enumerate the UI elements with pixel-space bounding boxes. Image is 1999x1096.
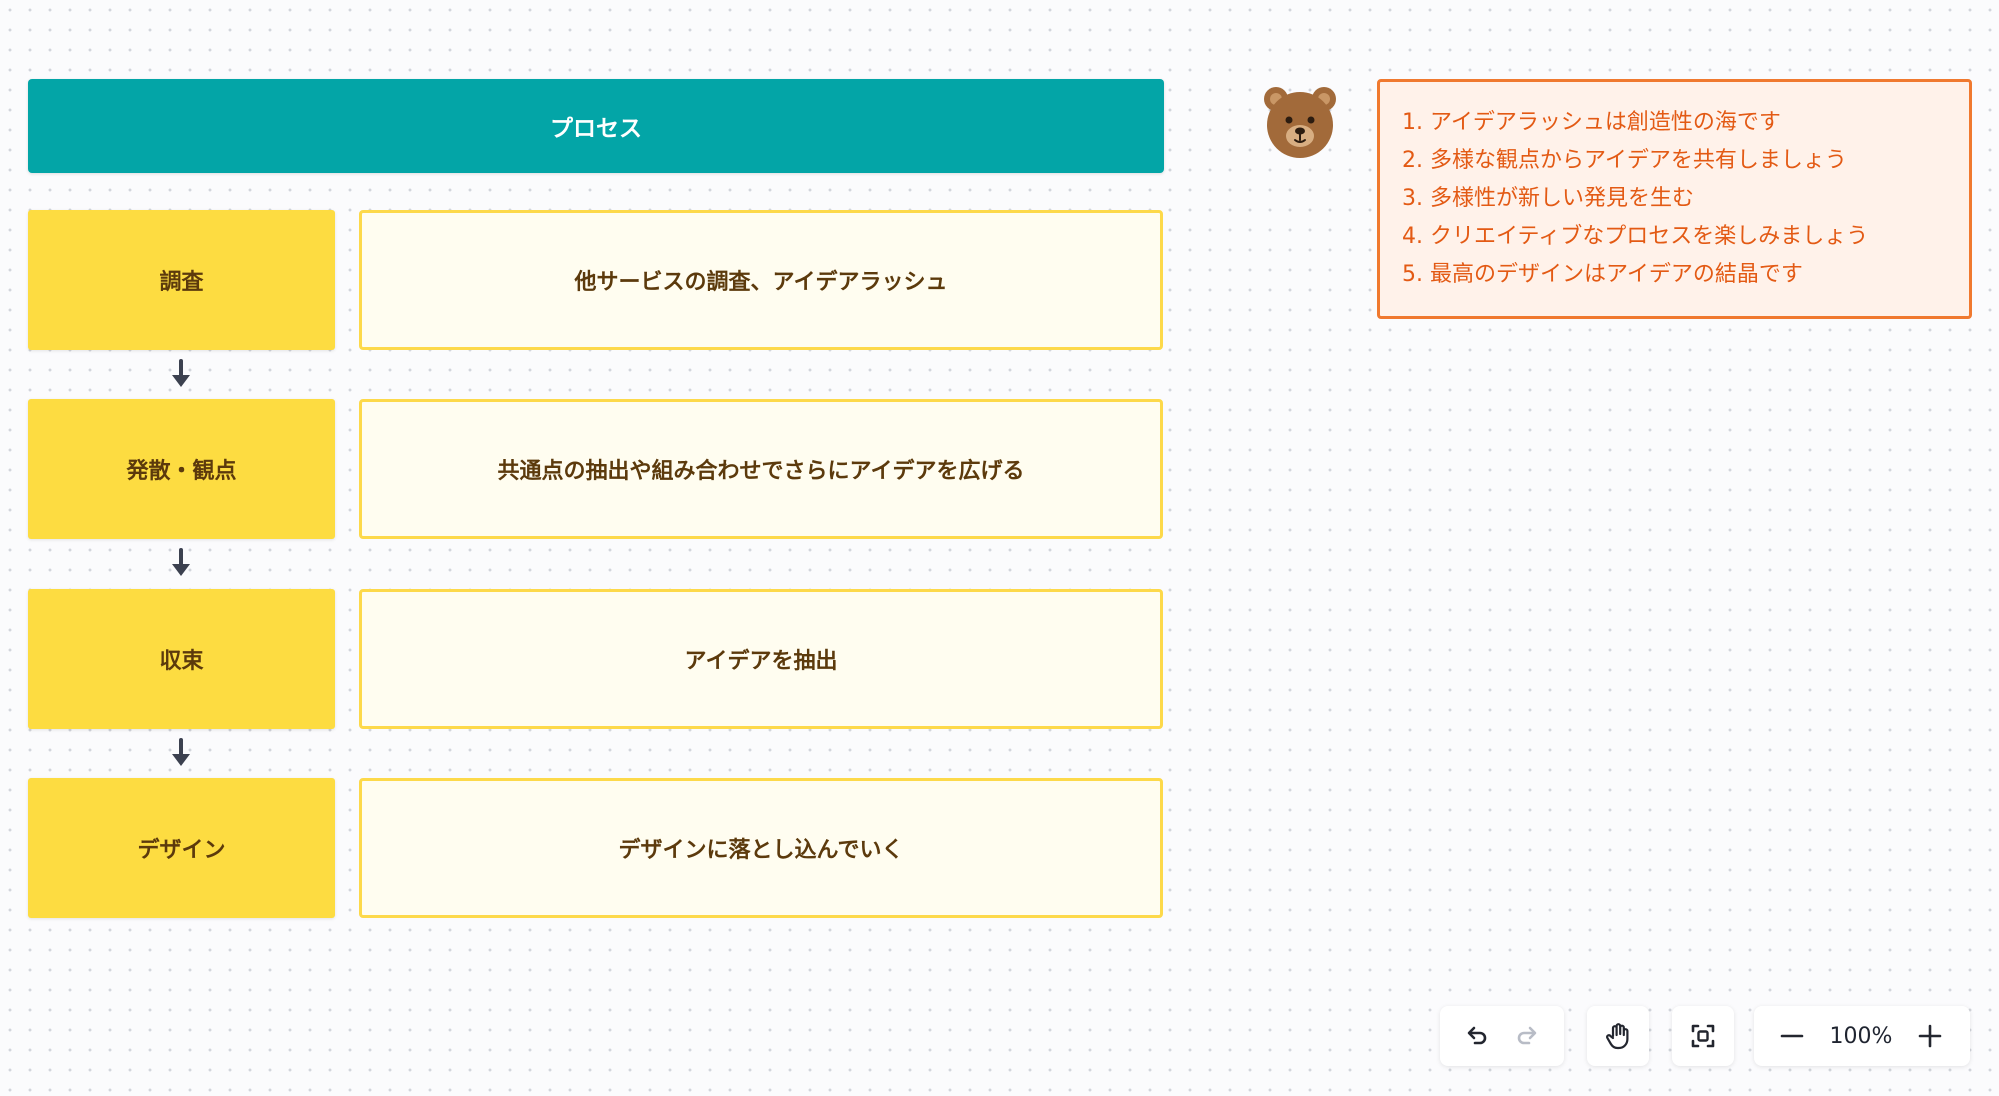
bear-icon[interactable]	[1260, 82, 1340, 162]
down-arrow-icon	[172, 738, 190, 766]
undo-button[interactable]	[1450, 1010, 1502, 1062]
step-description-convergence[interactable]: アイデアを抽出	[359, 589, 1163, 729]
note-line: 4. クリエイティブなプロセスを楽しみましょう	[1402, 224, 1869, 249]
step-description-text: デザインに落とし込んでいく	[618, 838, 904, 863]
zoom-toolbar: 100%	[1754, 1006, 1970, 1066]
fit-toolbar	[1672, 1006, 1734, 1066]
step-description-divergence[interactable]: 共通点の抽出や組み合わせでさらにアイデアを広げる	[359, 399, 1163, 539]
hand-tool-button[interactable]	[1592, 1010, 1644, 1062]
process-header-label: プロセス	[550, 116, 642, 142]
note-line: 5. 最高のデザインはアイデアの結晶です	[1402, 262, 1803, 287]
hand-icon	[1606, 1023, 1629, 1050]
step-label: デザイン	[137, 838, 226, 863]
redo-button[interactable]	[1502, 1010, 1554, 1062]
step-description-text: 他サービスの調査、アイデアラッシュ	[574, 270, 948, 295]
step-label: 調査	[159, 270, 204, 295]
down-arrow-icon	[172, 548, 190, 576]
tips-note[interactable]: 1. アイデアラッシュは創造性の海です 2. 多様な観点からアイデアを共有しまし…	[1377, 79, 1972, 319]
process-header[interactable]: プロセス	[28, 79, 1164, 173]
zoom-out-button[interactable]	[1766, 1010, 1818, 1062]
step-description-design[interactable]: デザインに落とし込んでいく	[359, 778, 1163, 918]
zoom-level[interactable]: 100%	[1829, 1023, 1893, 1049]
step-card-research[interactable]: 調査	[28, 210, 335, 350]
hand-toolbar	[1587, 1006, 1649, 1066]
zoom-in-icon	[1918, 1024, 1942, 1048]
step-label: 収束	[159, 649, 204, 674]
history-toolbar	[1440, 1006, 1564, 1066]
step-card-convergence[interactable]: 収束	[28, 589, 335, 729]
fit-view-button[interactable]	[1677, 1010, 1729, 1062]
note-line: 2. 多様な観点からアイデアを共有しましょう	[1402, 148, 1847, 173]
step-description-research[interactable]: 他サービスの調査、アイデアラッシュ	[359, 210, 1163, 350]
step-description-text: アイデアを抽出	[684, 649, 838, 674]
zoom-in-button[interactable]	[1904, 1010, 1956, 1062]
note-line: 3. 多様性が新しい発見を生む	[1402, 186, 1694, 211]
fit-view-icon	[1691, 1024, 1715, 1048]
zoom-out-icon	[1780, 1034, 1804, 1038]
note-line: 1. アイデアラッシュは創造性の海です	[1402, 110, 1781, 135]
step-card-design[interactable]: デザイン	[28, 778, 335, 918]
redo-icon	[1517, 1026, 1537, 1045]
step-description-text: 共通点の抽出や組み合わせでさらにアイデアを広げる	[497, 459, 1025, 484]
undo-icon	[1467, 1026, 1487, 1045]
step-card-divergence[interactable]: 発散・観点	[28, 399, 335, 539]
step-label: 発散・観点	[126, 459, 237, 484]
down-arrow-icon	[172, 359, 190, 387]
